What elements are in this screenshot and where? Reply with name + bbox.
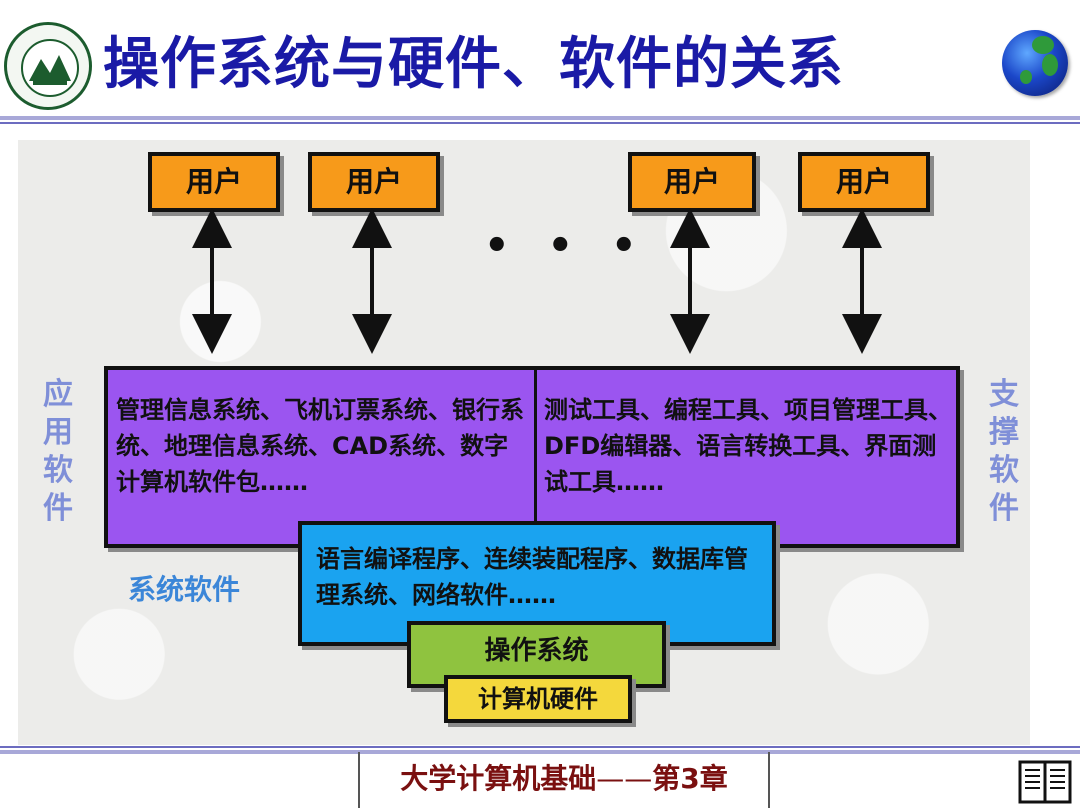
header-divider-inner [0,122,1080,124]
support-software-text: 测试工具、编程工具、项目管理工具、DFD编辑器、语言转换工具、界面测试工具…… [544,396,952,496]
footer-course-name: 大学计算机基础 [400,762,597,795]
footer-dash: —— [596,762,653,795]
globe-icon [1002,30,1068,96]
footer-divider [0,750,1080,754]
system-software-label: 系统软件 [128,573,241,606]
hardware-box: 计算机硬件 [444,675,632,723]
footer-course-title: 大学计算机基础——第3章 [358,752,770,808]
page-title: 操作系统与硬件、软件的关系 [103,32,844,97]
header-divider [0,116,1080,120]
user-box-1: 用户 [148,152,280,212]
application-software-side-label: 应用软件 [43,377,73,526]
system-software-text: 语言编译程序、连续装配程序、数据库管理系统、网络软件…… [316,545,748,609]
footer-chapter: 第3章 [652,762,728,795]
application-software-text: 管理信息系统、飞机订票系统、银行系统、地理信息系统、CAD系统、数字计算机软件包… [116,396,524,496]
ellipsis-more-users: • • • [484,223,649,269]
university-logo [4,22,92,110]
user-box-3: 用户 [628,152,756,212]
book-icon[interactable] [1018,760,1072,804]
footer-divider-inner [0,746,1080,748]
layer-divider [534,370,537,544]
support-software-side-label: 支撑软件 [989,377,1019,526]
